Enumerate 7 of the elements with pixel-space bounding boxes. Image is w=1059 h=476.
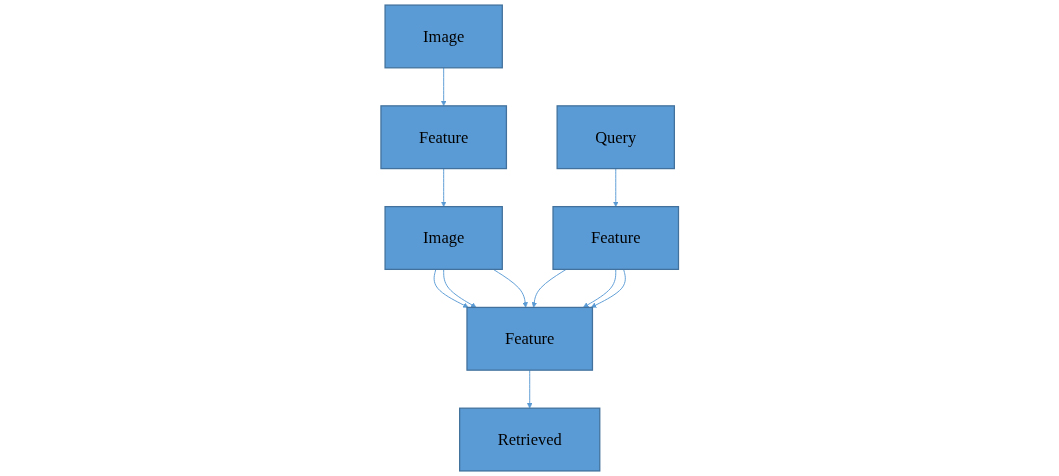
node-box: Image xyxy=(384,206,503,270)
node-box: Image xyxy=(384,4,503,69)
node-box: Feature xyxy=(380,105,507,170)
node-box: Feature xyxy=(552,206,679,270)
node-box: Feature xyxy=(466,306,593,371)
node-box: Retrieved xyxy=(458,407,601,472)
node-box: Query xyxy=(556,105,675,170)
